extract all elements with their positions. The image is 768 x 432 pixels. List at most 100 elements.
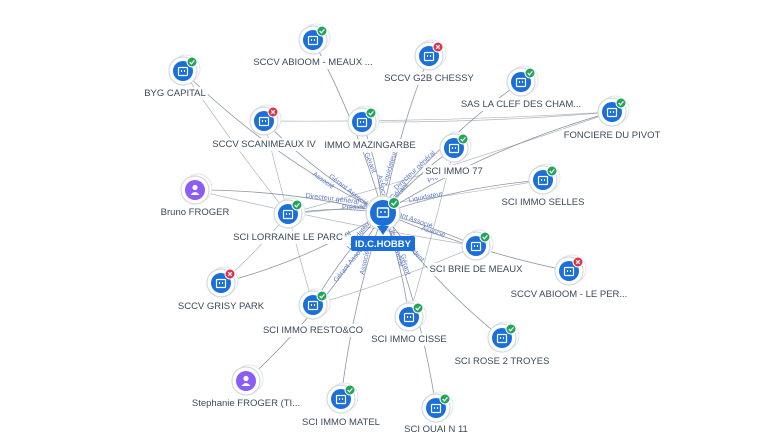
node-label: SCI QUAI N 11 [404,424,468,432]
check-icon [442,397,448,402]
status-badge [291,199,303,211]
node-label: SCI ROSE 2 TROYES [455,356,550,367]
company-icon [177,66,189,77]
edge-scanimeaux-pivot [263,111,613,122]
check-icon [189,60,195,65]
check-icon [347,388,353,393]
node-circle [466,236,486,256]
node-label-bg [458,98,584,111]
node-circle [352,112,372,132]
company-icon [258,116,270,127]
status-badge [546,165,558,177]
node-brie[interactable]: SCI BRIE DE MEAUX [427,229,526,276]
node-label: SCCV ABIOOM - MEAUX ... [253,57,372,68]
company-icon [423,51,435,62]
company-icon [307,300,319,311]
node-label: SCCV ABIOOM - LE PER... [511,289,628,300]
check-icon [319,29,325,34]
edge-bruno [194,189,384,214]
node-resto[interactable]: SCI IMMO RESTO&CO [260,288,366,337]
edge-resto-brie [312,245,477,306]
edge-grisy [220,212,384,284]
check-icon [368,111,374,116]
node-quai[interactable]: SCI QUAI N 11 [402,391,470,432]
node-label: SCI IMMO 77 [425,166,483,177]
status-badge [316,290,328,302]
node-label-bg [452,355,552,368]
company-icon [282,209,294,220]
check-icon [294,203,300,208]
node-label-bg [499,196,587,209]
edge-matel [340,212,384,400]
node-immo77[interactable]: SCI IMMO 77 [423,131,485,178]
node-label: SCI LORRAINE LE PARC [233,232,343,243]
node-circle [303,30,323,50]
edge-pivot [382,111,613,214]
person-icon [190,184,200,195]
node-label: SAS LA CLEF DES CHAM... [461,99,581,110]
node-label: SCCV GRISY PARK [178,301,265,312]
edge-lorraine-selles [287,179,544,215]
node-label-bg [423,165,485,178]
node-bruno[interactable]: Bruno FROGER [158,173,232,219]
node-label-bg [231,231,345,244]
company-icon [430,403,442,414]
node-lorraine[interactable]: SCI LORRAINE LE PARC [231,197,345,244]
node-g2b[interactable]: SCCV G2B CHESSY [382,39,477,85]
node-label-bg [561,129,663,142]
check-icon [391,200,398,206]
node-label-bg [427,263,526,276]
node-pivot[interactable]: FONCIERE DU PIVOT [561,95,663,142]
node-circle [533,170,553,190]
node-scanimeaux[interactable]: SCCV SCANIMEAUX IV [210,104,319,151]
node-mazingarbe[interactable]: IMMO MAZINGARBE [322,105,418,152]
center-node[interactable]: ID.C.HOBBY [351,195,415,251]
node-label: SCI IMMO MATEL [302,417,380,428]
node-label: SCCV SCANIMEAUX IV [212,139,316,150]
company-icon [335,394,347,405]
cross-icon [227,271,233,277]
node-rose[interactable]: SCI ROSE 2 TROYES [452,321,552,368]
node-label-bg [251,56,375,69]
node-circle [173,61,193,81]
node-matel[interactable]: SCI IMMO MATEL [300,382,382,429]
node-circle [492,328,512,348]
node-cisse[interactable]: SCI IMMO CISSE [369,300,449,346]
check-icon [319,294,325,299]
node-abioom_meaux[interactable]: SCCV ABIOOM - MEAUX ... [251,23,375,69]
node-label-bg [300,416,382,429]
status-badge [524,67,536,79]
status-badge [479,231,491,243]
node-circle [303,295,323,315]
node-label-bg [158,206,232,219]
status-badge [344,384,356,396]
cross-icon [270,109,276,115]
node-circle [444,138,464,158]
company-icon [376,207,390,218]
node-label: Bruno FROGER [161,207,230,218]
node-grisy[interactable]: SCCV GRISY PARK [175,266,267,313]
node-label: IMMO MAZINGARBE [324,140,415,151]
node-label: Stephanie FROGER (TI... [192,398,300,409]
node-label: SCI IMMO RESTO&CO [263,325,363,336]
node-stephanie[interactable]: Stephanie FROGER (TI... [189,364,303,410]
status-badge [412,302,424,314]
company-icon [403,312,415,323]
node-abioom_per[interactable]: SCCV ABIOOM - LE PER... [508,254,630,301]
node-byg[interactable]: BYG CAPITAL [142,54,208,100]
company-icon [356,117,368,128]
node-selles[interactable]: SCI IMMO SELLES [499,163,587,209]
node-clef[interactable]: SAS LA CLEF DES CHAM... [458,65,584,111]
company-icon [307,35,319,46]
node-label-bg [260,324,366,337]
node-circle [559,261,579,281]
center-label-bg [351,236,415,251]
check-icon [460,137,466,142]
node-label-bg [322,139,418,152]
status-badge [457,133,469,145]
edge-mazingarbe-pivot [361,111,613,123]
node-circle [602,102,622,122]
cross-icon [435,44,441,50]
status-badge [316,25,328,37]
